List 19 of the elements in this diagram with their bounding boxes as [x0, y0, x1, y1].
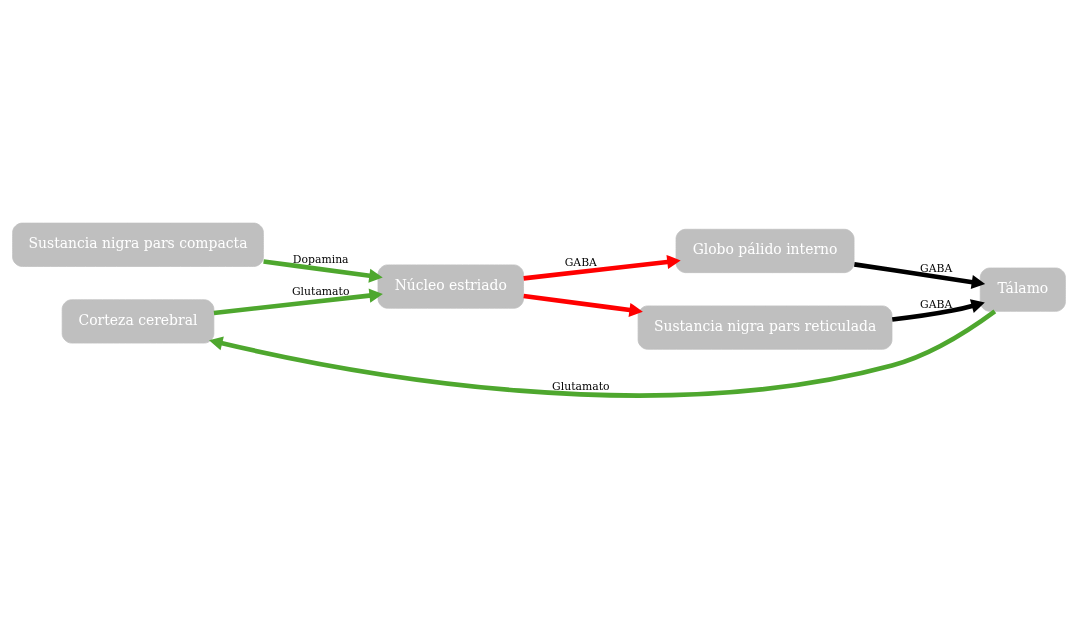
arrow	[854, 261, 986, 289]
edge-label: GABA	[564, 255, 597, 269]
arrow	[263, 258, 383, 283]
edge-label: Dopamina	[292, 252, 349, 266]
node-box: Núcleo estriado	[377, 264, 524, 309]
edge-label: GABA	[920, 297, 953, 311]
node-box: Globo pálido interno	[675, 228, 855, 273]
edge-label: Glutamato	[552, 379, 610, 393]
node-box: Sustancia nigra pars reticulada	[637, 305, 893, 350]
arrow	[213, 288, 383, 315]
node-box: Corteza cerebral	[61, 298, 215, 343]
node-box: Sustancia nigra pars compacta	[12, 222, 264, 267]
arrow	[523, 254, 681, 281]
arrow	[209, 309, 997, 398]
edge-label: Glutamato	[291, 284, 350, 298]
arrow	[523, 293, 643, 317]
node-box: Tálamo	[979, 267, 1066, 312]
edge-label: GABA	[920, 261, 953, 275]
arrow	[892, 298, 985, 322]
